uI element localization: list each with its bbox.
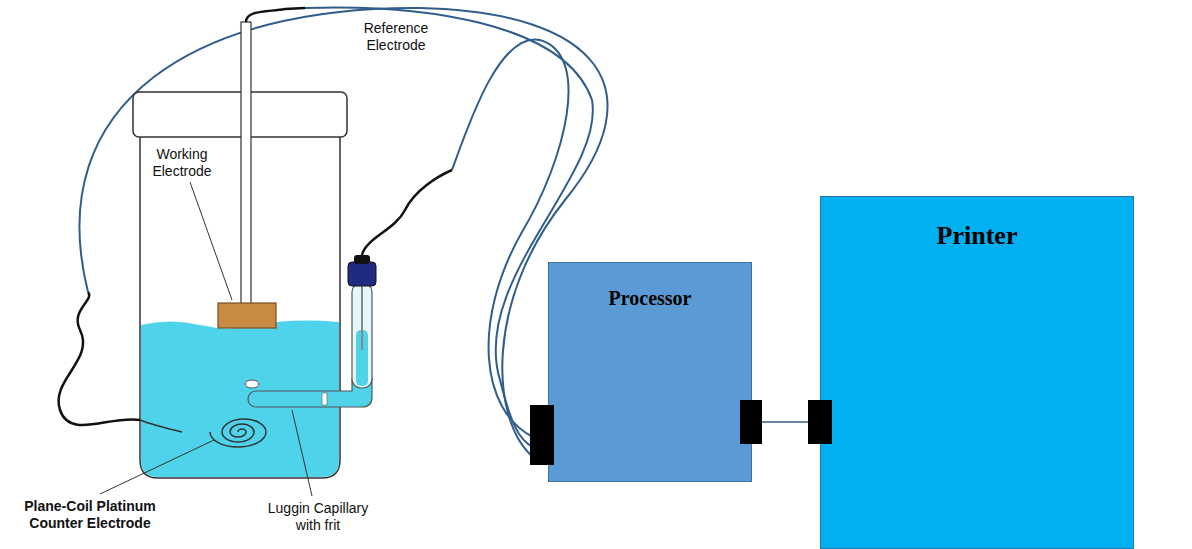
node-title: Printer [821, 221, 1133, 251]
frit [322, 393, 327, 405]
cell-lid [133, 92, 347, 137]
part-label: Working Electrode [127, 146, 237, 180]
part-label: Luggin Capillary with frit [258, 500, 378, 534]
reference-wire [361, 286, 363, 350]
part-label: Plane-Coil Platinum Counter Electrode [3, 498, 178, 532]
signal-wires [79, 7, 607, 457]
output-port [740, 400, 762, 444]
cable-link [752, 421, 820, 423]
counter-lead [140, 420, 182, 432]
electrode-rod [241, 22, 251, 305]
capillary-tip [245, 380, 259, 388]
luggin-capillary [248, 378, 372, 407]
electrode-cable [246, 8, 305, 22]
counter-cable [59, 292, 140, 425]
leader-lines [100, 182, 312, 496]
printer-port [808, 400, 832, 444]
beaker [140, 137, 340, 478]
working-electrode [218, 303, 276, 328]
reference-cap [348, 262, 376, 286]
reference-cap-top [354, 255, 370, 264]
node-title: Processor [549, 287, 751, 310]
reference-tube [352, 283, 372, 388]
input-port [530, 405, 554, 465]
electrolyte [141, 321, 339, 477]
counter-electrode [210, 419, 266, 447]
processor-box: Processor [548, 262, 752, 482]
part-label: Reference Electrode [346, 20, 446, 54]
printer-box: Printer [820, 196, 1134, 549]
reference-fill [356, 330, 368, 386]
reference-cable [362, 170, 452, 255]
